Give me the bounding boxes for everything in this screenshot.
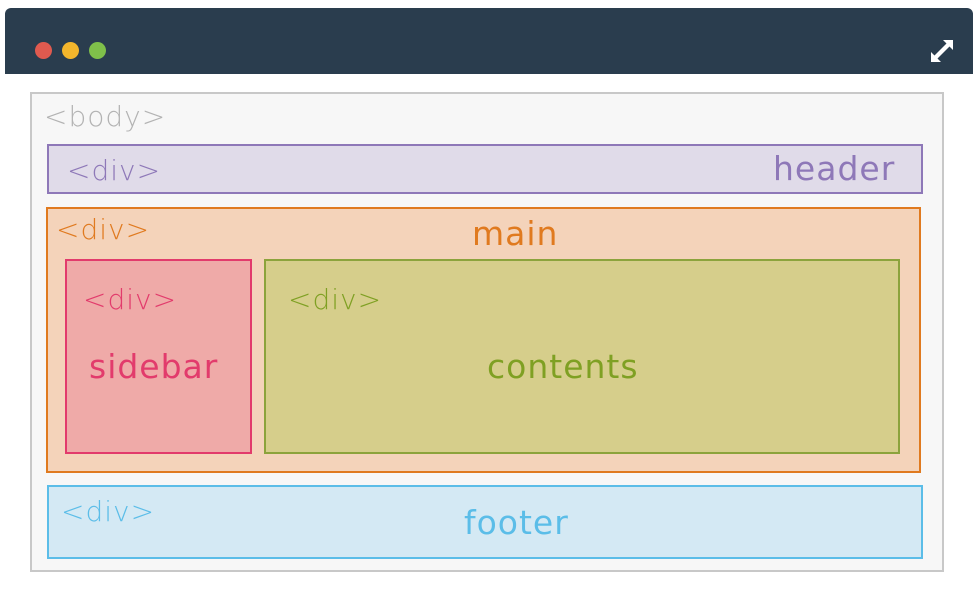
- window-titlebar: [5, 8, 973, 74]
- sidebar-tag: <div>: [83, 283, 178, 316]
- sidebar-box: <div> sidebar: [65, 259, 252, 454]
- footer-tag: <div>: [61, 495, 156, 528]
- header-tag: <div>: [67, 154, 162, 187]
- main-tag: <div>: [56, 213, 151, 246]
- main-label: main: [472, 214, 559, 253]
- sidebar-label: sidebar: [89, 347, 219, 386]
- expand-arrows-icon[interactable]: [929, 38, 955, 64]
- header-box: <div> header: [47, 144, 923, 194]
- contents-label: contents: [487, 347, 639, 386]
- header-label: header: [773, 149, 896, 188]
- body-tag: <body>: [44, 100, 167, 133]
- maximize-dot-icon[interactable]: [89, 42, 106, 59]
- footer-box: <div> footer: [47, 485, 923, 559]
- footer-label: footer: [464, 503, 569, 542]
- close-dot-icon[interactable]: [35, 42, 52, 59]
- minimize-dot-icon[interactable]: [62, 42, 79, 59]
- contents-tag: <div>: [288, 283, 383, 316]
- contents-box: <div> contents: [264, 259, 900, 454]
